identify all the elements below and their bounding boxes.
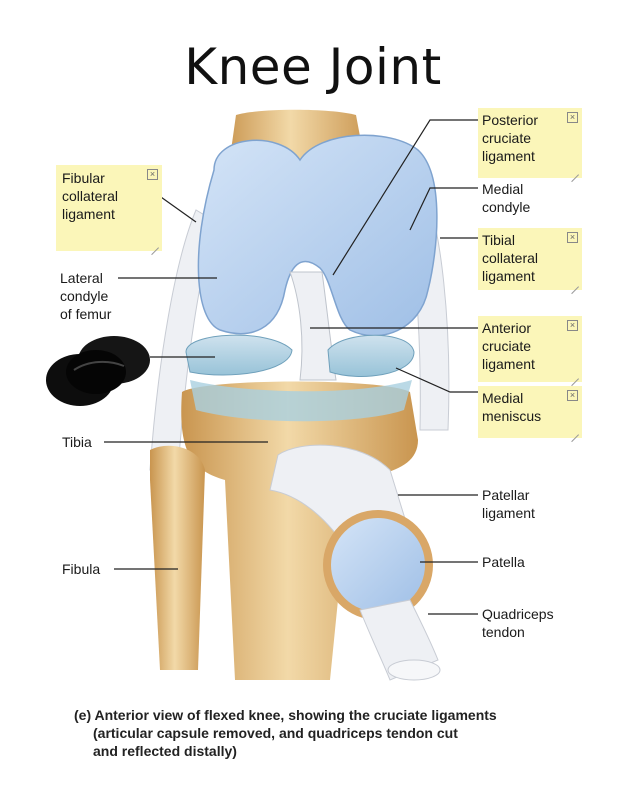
label-fibula: Fibula <box>62 561 101 577</box>
figure-caption: (e) Anterior view of flexed knee, showin… <box>74 706 497 760</box>
note-anterior-cruciate[interactable]: Anterior cruciate ligament × <box>478 316 582 382</box>
resize-grip-icon[interactable] <box>569 277 579 287</box>
label-tibia: Tibia <box>62 434 92 450</box>
label-ligament: ligament <box>62 206 115 222</box>
label-cruciate: cruciate <box>482 130 532 146</box>
note-posterior-cruciate[interactable]: Posterior cruciate ligament × <box>478 108 582 178</box>
resize-grip-icon[interactable] <box>569 425 579 435</box>
label-patellar-2: ligament <box>482 505 535 521</box>
label-anterior: Anterior <box>482 320 532 336</box>
label-collateral: collateral <box>62 188 119 204</box>
note-close-icon[interactable]: × <box>567 232 578 243</box>
label-medial: Medial <box>482 390 524 406</box>
note-fibular-collateral[interactable]: Fibular collateral ligament × <box>56 165 162 251</box>
caption-line-2: (articular capsule removed, and quadrice… <box>93 725 458 741</box>
label-ligament: ligament <box>482 148 535 164</box>
label-meniscus: meniscus <box>482 408 542 424</box>
caption-line-1: (e) Anterior view of flexed knee, showin… <box>74 707 497 723</box>
label-tibial: Tibial <box>482 232 515 248</box>
resize-grip-icon[interactable] <box>569 369 579 379</box>
note-close-icon[interactable]: × <box>147 169 158 180</box>
note-tibial-collateral[interactable]: Tibial collateral ligament × <box>478 228 582 290</box>
femoral-condyles <box>197 134 438 337</box>
resize-grip-icon[interactable] <box>149 238 159 248</box>
note-close-icon[interactable]: × <box>567 112 578 123</box>
label-medial-condyle-2: condyle <box>482 199 531 215</box>
caption-line-3: and reflected distally) <box>93 743 237 759</box>
medial-meniscus-shape <box>327 334 415 377</box>
patella-cartilage <box>331 518 425 612</box>
lateral-meniscus <box>185 334 293 376</box>
label-lateral-condyle-3: of femur <box>60 306 112 322</box>
page-title: Knee Joint <box>184 38 442 96</box>
label-ligament: ligament <box>482 268 535 284</box>
cruciate-ligaments <box>289 271 337 381</box>
tendon-cut-end <box>387 659 441 681</box>
redaction-blot <box>46 336 150 406</box>
label-fibular: Fibular <box>62 170 105 186</box>
label-lateral-condyle-2: condyle <box>60 288 109 304</box>
label-medial-condyle-1: Medial <box>482 181 524 197</box>
label-patellar-1: Patellar <box>482 487 530 503</box>
fibula-bone <box>150 445 205 670</box>
label-patella: Patella <box>482 554 525 570</box>
label-quadriceps-1: Quadriceps <box>482 606 554 622</box>
label-cruciate: cruciate <box>482 338 532 354</box>
label-posterior: Posterior <box>482 112 539 128</box>
note-close-icon[interactable]: × <box>567 320 578 331</box>
leader-lines <box>104 119 478 615</box>
note-close-icon[interactable]: × <box>567 390 578 401</box>
note-medial-meniscus[interactable]: Medial meniscus × <box>478 386 582 438</box>
label-lateral-condyle-1: Lateral <box>60 270 103 286</box>
label-collateral: collateral <box>482 250 539 266</box>
tibial-plateau <box>190 380 412 422</box>
label-ligament: ligament <box>482 356 535 372</box>
resize-grip-icon[interactable] <box>569 165 579 175</box>
label-quadriceps-2: tendon <box>482 624 525 640</box>
